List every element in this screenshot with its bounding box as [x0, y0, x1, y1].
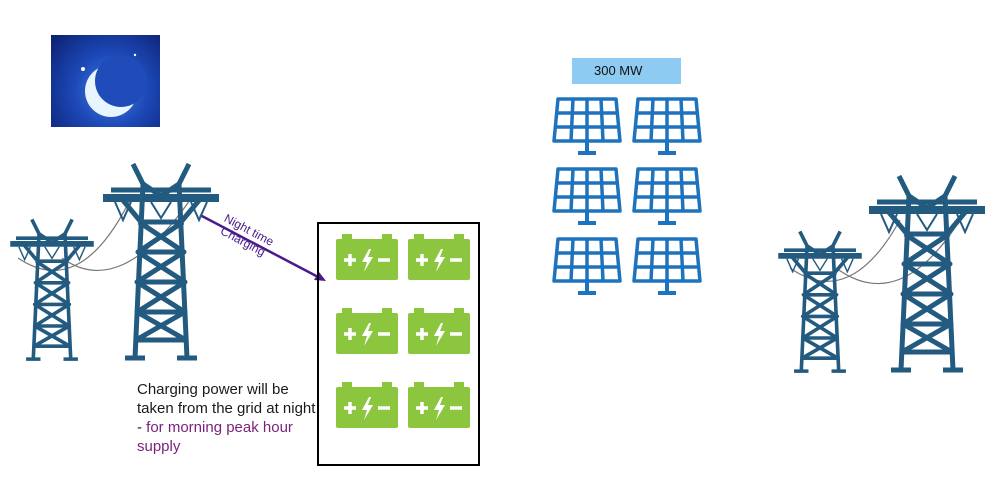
crescent-moon-icon	[51, 35, 160, 127]
power-line	[789, 219, 901, 282]
power-line	[17, 199, 131, 272]
charging-note: Charging power will be taken from the gr…	[137, 380, 317, 456]
transmission-tower-icon	[866, 174, 988, 374]
solar-panel-icon	[632, 97, 702, 157]
capacity-label: 300 MW	[572, 58, 681, 84]
solar-panel-icon	[552, 237, 622, 297]
note-text: Charging power will be taken from the gr…	[137, 381, 316, 436]
battery-icon	[336, 234, 398, 280]
transmission-tower-icon	[776, 230, 864, 374]
transmission-tower-icon	[100, 162, 222, 362]
solar-panel-icon	[552, 97, 622, 157]
note-highlight: for morning peak hour supply	[137, 419, 293, 455]
transmission-tower-icon	[8, 218, 96, 362]
solar-panel-icon	[632, 237, 702, 297]
battery-icon	[408, 382, 470, 428]
battery-icon	[336, 382, 398, 428]
battery-icon	[336, 308, 398, 354]
charging-arrow	[199, 213, 323, 281]
solar-panel-icon	[552, 167, 622, 227]
battery-icon	[408, 308, 470, 354]
battery-icon	[408, 234, 470, 280]
battery-storage-box	[317, 222, 480, 466]
solar-panel-icon	[632, 167, 702, 227]
